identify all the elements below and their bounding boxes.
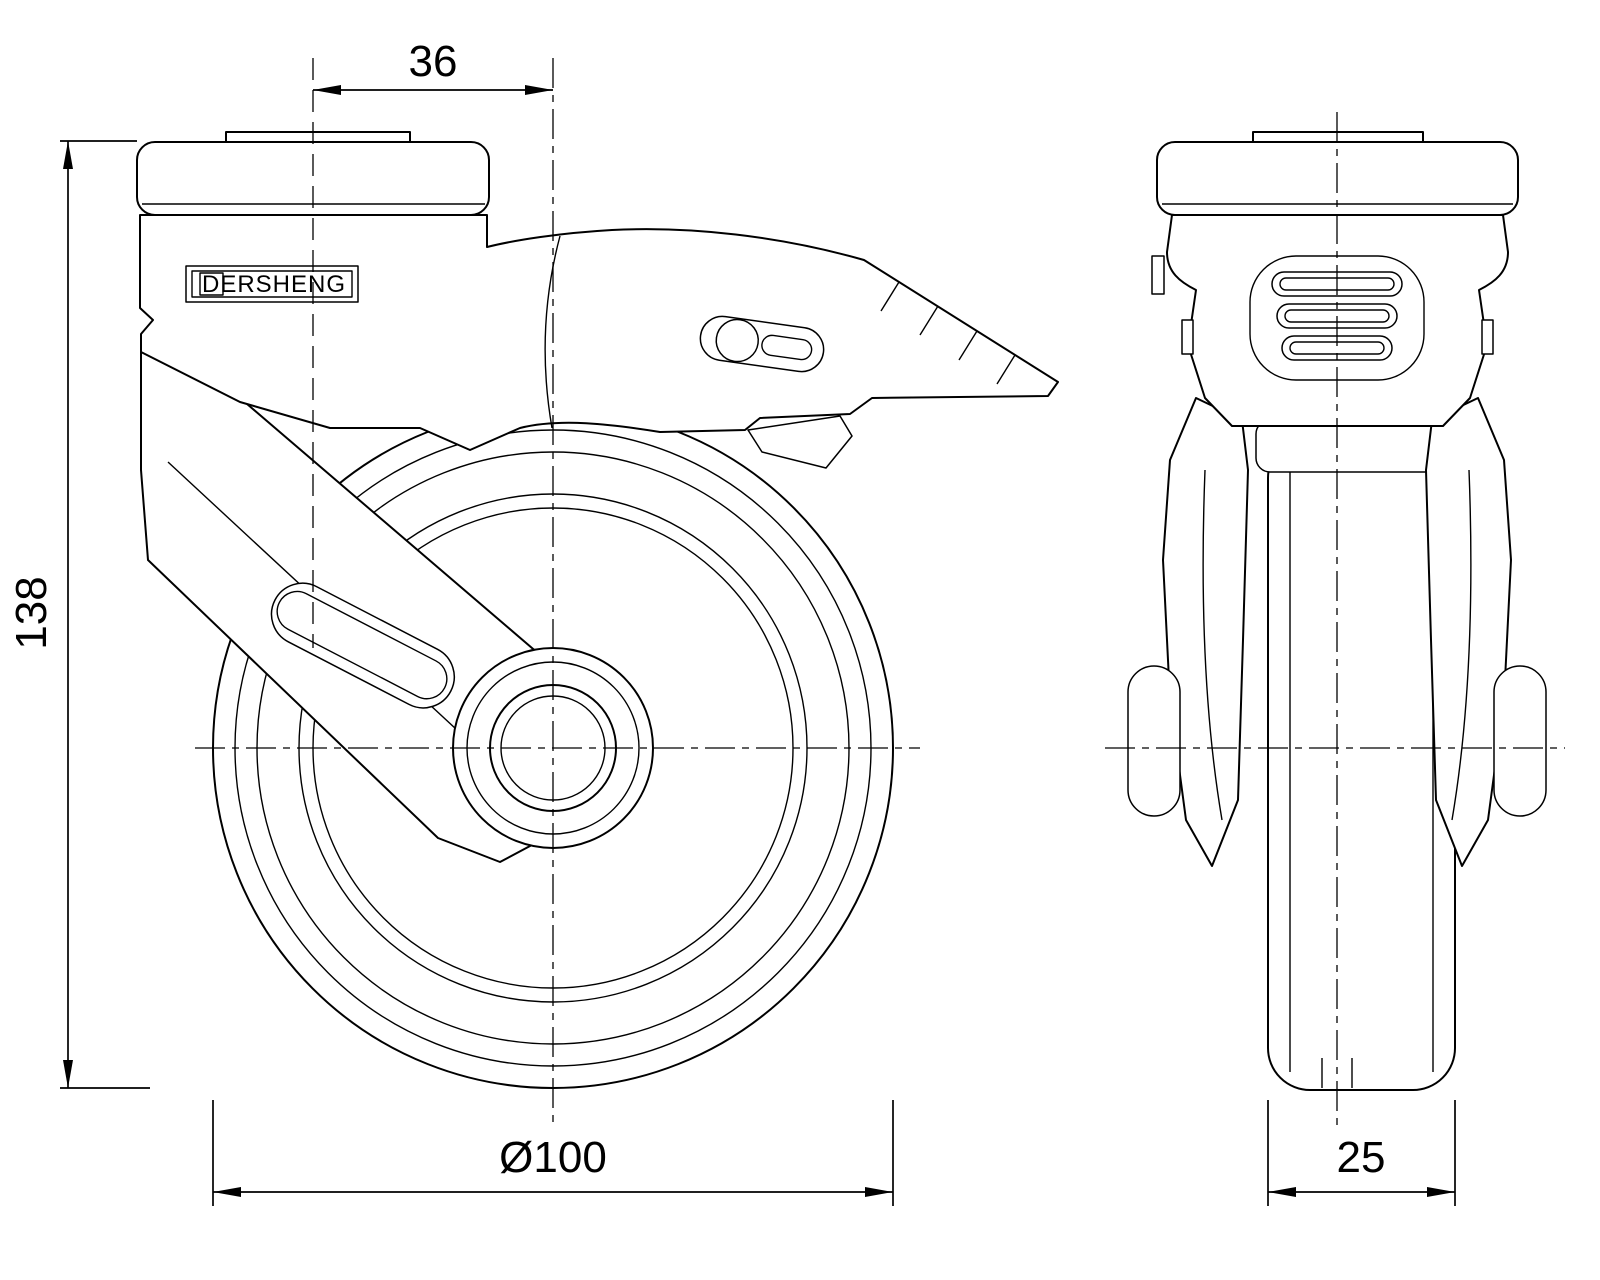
top-plate-side	[136, 131, 490, 216]
axle-cap-right	[1493, 665, 1547, 817]
fork-arms	[1127, 397, 1547, 867]
brake-tip-serrations	[880, 281, 1016, 385]
housing-joint-line	[544, 235, 561, 429]
brand-logo-mark	[199, 272, 224, 296]
brake-pin-slot	[699, 315, 825, 373]
dim-text-36: 36	[409, 37, 458, 86]
dim-text-diam: Ø100	[499, 1133, 607, 1182]
front-centerlines	[1105, 112, 1565, 1125]
housing-outline	[139, 214, 1059, 451]
brake-pedal	[747, 415, 853, 469]
dim-text-width: 25	[1337, 1133, 1386, 1182]
fork-arm-right-inner	[1451, 469, 1472, 821]
brand-text: DERSHENG	[202, 271, 346, 298]
fork-slot	[270, 582, 456, 709]
housing-clip-top-left	[1151, 255, 1165, 295]
front-view	[1105, 112, 1565, 1125]
dimension-overall-height: 138	[7, 140, 150, 1089]
brand-box-outer	[185, 265, 359, 303]
brand-label: DERSHENG	[185, 265, 359, 303]
brand-box-inner	[191, 270, 353, 298]
housing-clip-left	[1181, 319, 1194, 355]
fork-arm-left	[1162, 397, 1249, 867]
wheel-front	[1267, 435, 1456, 1091]
brake-pin	[715, 318, 759, 363]
dimension-swivel-offset: 36	[313, 37, 553, 95]
axle-yoke	[1255, 419, 1448, 473]
dimensions: 36 138 Ø100 25	[7, 37, 1456, 1206]
side-centerlines	[195, 58, 920, 1128]
fork-arm-right	[1425, 397, 1512, 867]
axle-cap-left	[1127, 665, 1181, 817]
dimension-wheel-diameter: Ø100	[212, 1100, 894, 1206]
dimension-wheel-width: 25	[1267, 1100, 1456, 1206]
housing-clip-right	[1481, 319, 1494, 355]
swivel-housing-front	[1151, 214, 1509, 427]
side-view: DERSHENG	[136, 58, 1059, 1128]
fork-arm-left-inner	[1202, 469, 1223, 821]
dim-text-138: 138	[7, 576, 56, 649]
swivel-housing	[139, 214, 1059, 469]
